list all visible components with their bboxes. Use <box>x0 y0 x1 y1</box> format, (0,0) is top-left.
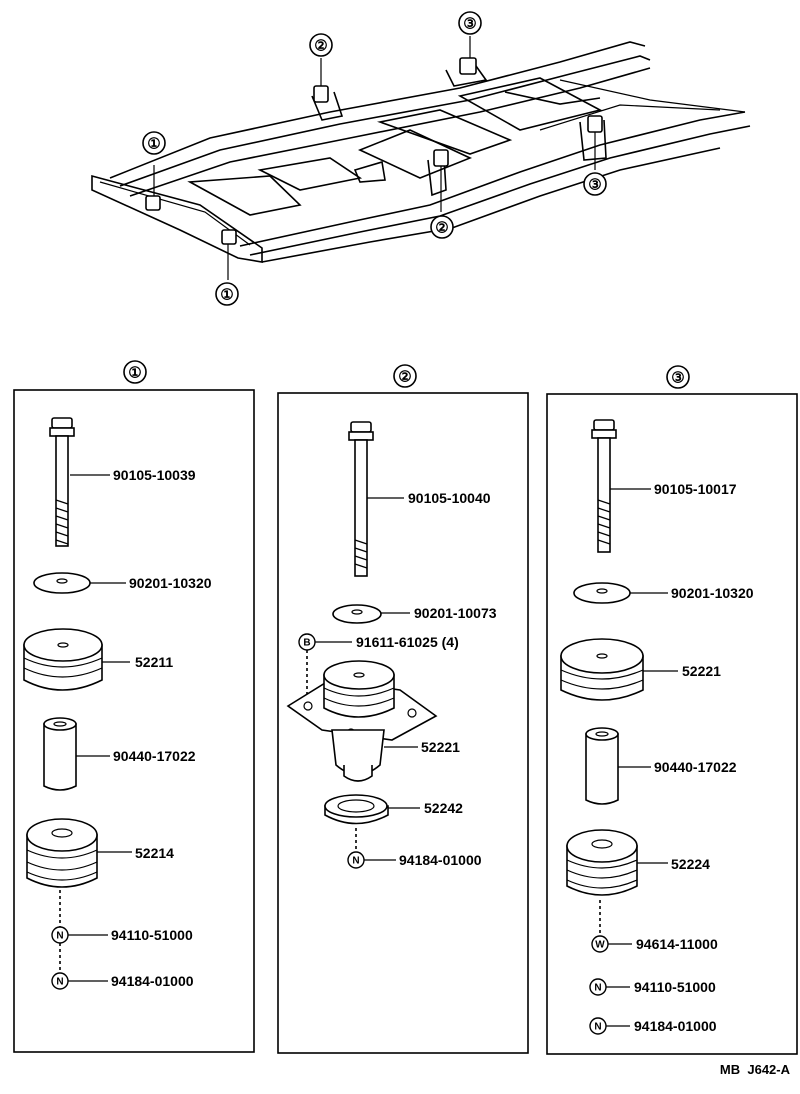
callout-label: ② <box>314 38 327 55</box>
part-number: 94614-11000 <box>636 936 718 952</box>
mount-bracket-icon <box>286 660 438 782</box>
cushion-icon <box>560 638 644 701</box>
part-symbol: N <box>594 1022 601 1033</box>
bolt-icon <box>591 419 617 553</box>
callout-label: ③ <box>588 177 601 194</box>
cushion-icon <box>23 628 103 691</box>
part-symbol: N <box>594 983 601 994</box>
part-symbol: N <box>56 977 63 988</box>
part-symbol: W <box>595 940 605 951</box>
bolt-icon <box>49 417 75 547</box>
group-3-panel: ③ 90105-10017 90201-10320 52221 <box>546 365 798 1055</box>
nut-symbol-icon: N <box>51 972 69 990</box>
washer-symbol-icon: W <box>591 935 609 953</box>
group-2-panel: ② 90105-10040 90201-10073 B 91611-61025 … <box>277 364 529 1054</box>
part-number: 90201-10320 <box>129 575 212 591</box>
part-number: 90201-10320 <box>671 585 754 601</box>
part-number: 90201-10073 <box>414 605 497 621</box>
part-symbol: B <box>303 638 310 649</box>
part-number: 52224 <box>671 856 710 872</box>
part-number: 94110-51000 <box>111 927 193 943</box>
frame-illustration: ① ① ② ② ③ ③ <box>91 11 751 306</box>
frame-callout-2-upper: ② <box>309 33 333 57</box>
part-number: 90440-17022 <box>113 748 196 764</box>
washer-icon <box>573 582 631 604</box>
part-number: 52221 <box>682 663 721 679</box>
nut-symbol-icon: N <box>589 978 607 996</box>
bolt-symbol-icon: B <box>298 633 316 651</box>
part-number: 90440-17022 <box>654 759 737 775</box>
callout-label: ① <box>220 287 233 304</box>
washer-icon <box>332 604 382 624</box>
frame-callout-1-upper: ① <box>142 131 166 155</box>
frame-callout-1-lower: ① <box>215 282 239 306</box>
callout-label: ① <box>147 136 160 153</box>
part-number: 94110-51000 <box>634 979 716 995</box>
diagram-code: MB J642-A <box>720 1062 791 1077</box>
part-number: 52221 <box>421 739 460 755</box>
part-number: 52214 <box>135 845 174 861</box>
group-1-box <box>13 389 255 1053</box>
collar-icon <box>43 717 77 791</box>
group-label: ③ <box>671 370 684 387</box>
group-label: ② <box>398 369 411 386</box>
bolt-icon <box>348 421 374 577</box>
part-number: 94184-01000 <box>111 973 194 989</box>
callout-label: ③ <box>463 16 476 33</box>
frame-callout-2-lower: ② <box>430 215 454 239</box>
cushion-icon <box>26 818 98 888</box>
part-number: 90105-10017 <box>654 481 737 497</box>
part-number: 94184-01000 <box>634 1018 717 1034</box>
cushion-icon <box>566 829 638 896</box>
washer-icon <box>33 572 91 594</box>
group-1-panel: ① 90105-10039 90201-10320 52211 <box>13 360 255 1053</box>
group-3-box <box>546 393 798 1055</box>
part-number: 94184-01000 <box>399 852 482 868</box>
group-label: ① <box>128 365 141 382</box>
collar-icon <box>585 727 619 805</box>
nut-symbol-icon: N <box>589 1017 607 1035</box>
group-2-box <box>277 392 529 1054</box>
nut-symbol-icon: N <box>347 851 365 869</box>
part-number: 52242 <box>424 800 463 816</box>
part-symbol: N <box>352 856 359 867</box>
part-number: 90105-10039 <box>113 467 196 483</box>
part-number: 52211 <box>135 654 173 670</box>
part-number: 90105-10040 <box>408 490 491 506</box>
part-symbol: N <box>56 931 63 942</box>
nut-symbol-icon: N <box>51 926 69 944</box>
retainer-icon <box>324 794 389 825</box>
frame-callout-3-upper: ③ <box>458 11 482 35</box>
frame-callout-3-lower: ③ <box>583 172 607 196</box>
callout-label: ② <box>435 220 448 237</box>
part-number: 91611-61025 (4) <box>356 634 459 650</box>
